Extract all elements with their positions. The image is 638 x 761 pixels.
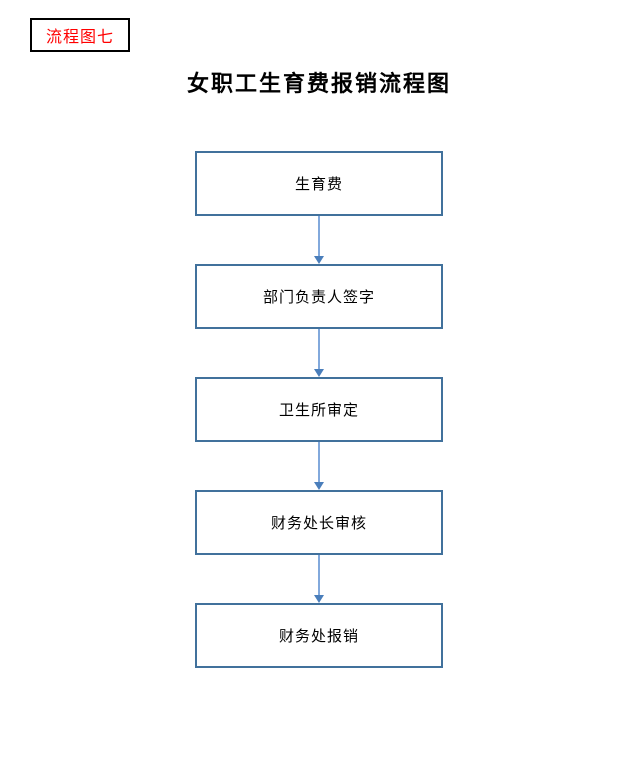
- flow-step-label: 财务处长审核: [270, 516, 367, 532]
- flow-step-box: 部门负责人签字: [195, 264, 443, 329]
- flow-step-label: 财务处报销: [278, 629, 359, 645]
- flow-step-label: 卫生所审定: [278, 403, 359, 419]
- arrow-line: [318, 442, 320, 482]
- flow-step-box: 财务处报销: [195, 603, 443, 668]
- arrow-line: [318, 555, 320, 595]
- down-arrow: [314, 329, 324, 377]
- flow-step-box: 财务处长审核: [195, 490, 443, 555]
- flow-step-label: 部门负责人签字: [262, 290, 375, 306]
- arrow-line: [318, 216, 320, 256]
- corner-label-text: 流程图七: [45, 29, 114, 46]
- flowchart: 生育费部门负责人签字卫生所审定财务处长审核财务处报销: [195, 151, 443, 668]
- arrow-line: [318, 329, 320, 369]
- arrow-head-icon: [314, 595, 324, 603]
- arrow-head-icon: [314, 482, 324, 490]
- page-title: 女职工生育费报销流程图: [186, 71, 451, 96]
- corner-label-box: 流程图七: [30, 18, 130, 52]
- down-arrow: [314, 442, 324, 490]
- flow-step-box: 卫生所审定: [195, 377, 443, 442]
- arrow-head-icon: [314, 256, 324, 264]
- arrow-head-icon: [314, 369, 324, 377]
- down-arrow: [314, 216, 324, 264]
- down-arrow: [314, 555, 324, 603]
- flow-step-label: 生育费: [294, 177, 343, 193]
- flow-step-box: 生育费: [195, 151, 443, 216]
